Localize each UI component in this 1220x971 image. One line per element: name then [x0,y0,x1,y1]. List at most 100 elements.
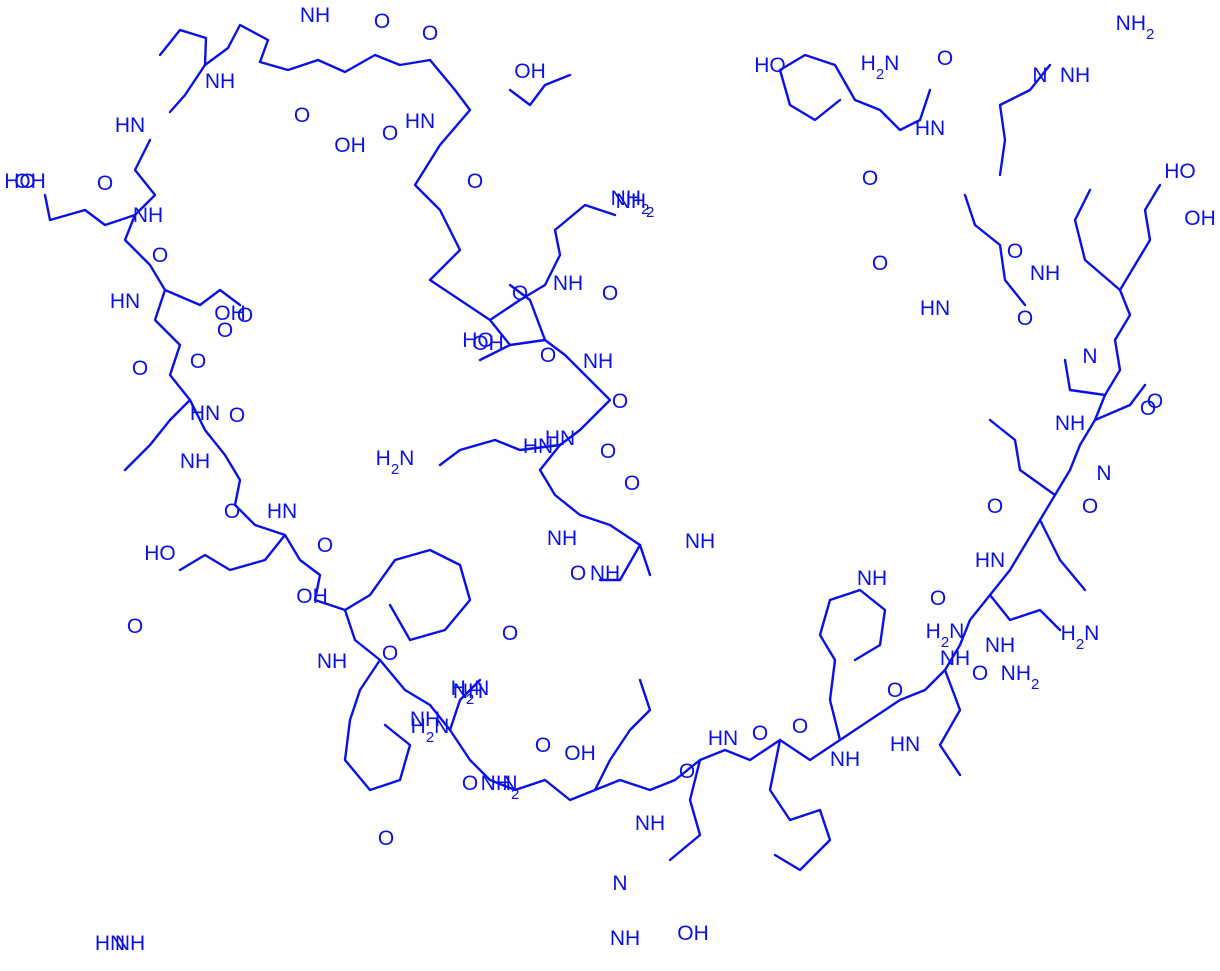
atom-label: NH [940,647,970,670]
atom-label: N [1082,345,1097,368]
atom-label: O [987,495,1003,518]
asp-sidechain-1 [163,288,242,307]
atom-label: NH [610,927,640,950]
atom-label: O [502,622,518,645]
atom-label: O [190,350,206,373]
atom-label: NH [985,634,1015,657]
atom-label: O [374,10,390,33]
proline-ring-1 [158,28,208,114]
atom-label: NH [590,562,620,585]
atom-label: HN [267,500,297,523]
atom-label: N [612,872,627,895]
atom-label: HN [115,114,145,137]
atom-label: O [317,534,333,557]
atom-label: OH [214,302,246,325]
atom-label: NH [453,680,483,703]
arg-sidechain-1 [178,533,287,572]
atom-label: O [752,722,768,745]
atom-label: HO [754,54,786,77]
atom-label: O [540,344,556,367]
lys-sidechain [438,438,562,467]
atom-label: H2N [861,52,900,83]
atom-label: O [600,440,616,463]
atom-label: O [679,760,695,783]
atom-label: O [1140,397,1156,420]
ile-sidechain-1 [938,668,962,777]
atom-label: HN [920,297,950,320]
atom-label: O [887,679,903,702]
glu-sidechain-2 [508,73,572,107]
atom-label: HN [915,117,945,140]
atom-label: OH [14,170,46,193]
atom-label: HN [708,727,738,750]
atom-label: NH [857,567,887,590]
atom-label: HN [890,733,920,756]
atom-label: HN [190,402,220,425]
atom-label: NH [317,650,347,673]
thr-sidechain [1093,383,1147,422]
atom-label: NH2 [1116,12,1155,43]
atom-label: O [378,827,394,850]
atom-label: O [535,734,551,757]
atom-label: OH [514,60,546,83]
atom-label: OH [472,332,504,355]
atom-label: HN [110,290,140,313]
atom-label: O [512,282,528,305]
leu-sidechain-1 [123,398,192,472]
atom-label: NH [205,70,235,93]
ser-sidechain-2 [598,543,642,582]
atom-label: HN [523,435,553,458]
arg-sidechain-2 [668,758,702,862]
tyr-ring-2 [343,658,412,792]
atom-label: O [97,172,113,195]
atom-label: O [467,170,483,193]
atom-label: O [612,390,628,413]
arg-sidechain-4 [998,63,1052,177]
asn-sidechain-1 [988,593,1062,632]
atom-label: OH [677,922,709,945]
atom-label: HN [545,427,575,450]
atom-label: O [152,244,168,267]
tyr-ring-4 [778,53,932,132]
tyr-ring-3 [818,588,887,742]
atom-label: O [294,104,310,127]
atom-label: O [862,167,878,190]
atom-label: NH [1055,412,1085,435]
atom-label: NH [180,450,210,473]
atom-label: OH [334,134,366,157]
atom-label: O [972,662,988,685]
atom-label: OH [296,585,328,608]
atom-label: O [1017,307,1033,330]
asp-sidechain-2 [508,283,547,342]
atom-label: N [1096,462,1111,485]
atom-label: HN [95,932,125,955]
tyr-ring-1 [343,548,472,642]
ser-sidechain-1 [448,678,482,732]
atom-label: O [1007,240,1023,263]
atom-label: NH [635,812,665,835]
atom-label: HO [462,329,494,352]
his-ring [768,738,832,872]
backbone-top [203,23,432,74]
atom-label: O [217,319,233,342]
thr-backbone [1063,358,1107,397]
atom-label: NH [115,932,145,955]
atom-label: OH [564,742,596,765]
atom-label: O [602,282,618,305]
atom-label: O [792,715,808,738]
atom-label: HO [1164,160,1196,183]
atom-label: H2N [1061,622,1100,653]
atom-label: NH [583,350,613,373]
atom-label: O [422,22,438,45]
inner-chain-1 [413,58,512,362]
atom-label: O [132,357,148,380]
atom-label: O [1147,390,1163,413]
atom-label: HO [144,542,176,565]
leu-sidechain-3 [1038,518,1087,592]
bond-layer [43,23,1162,872]
atom-label: O [1082,495,1098,518]
atom-label: N [502,772,517,795]
atom-label: O [127,615,143,638]
